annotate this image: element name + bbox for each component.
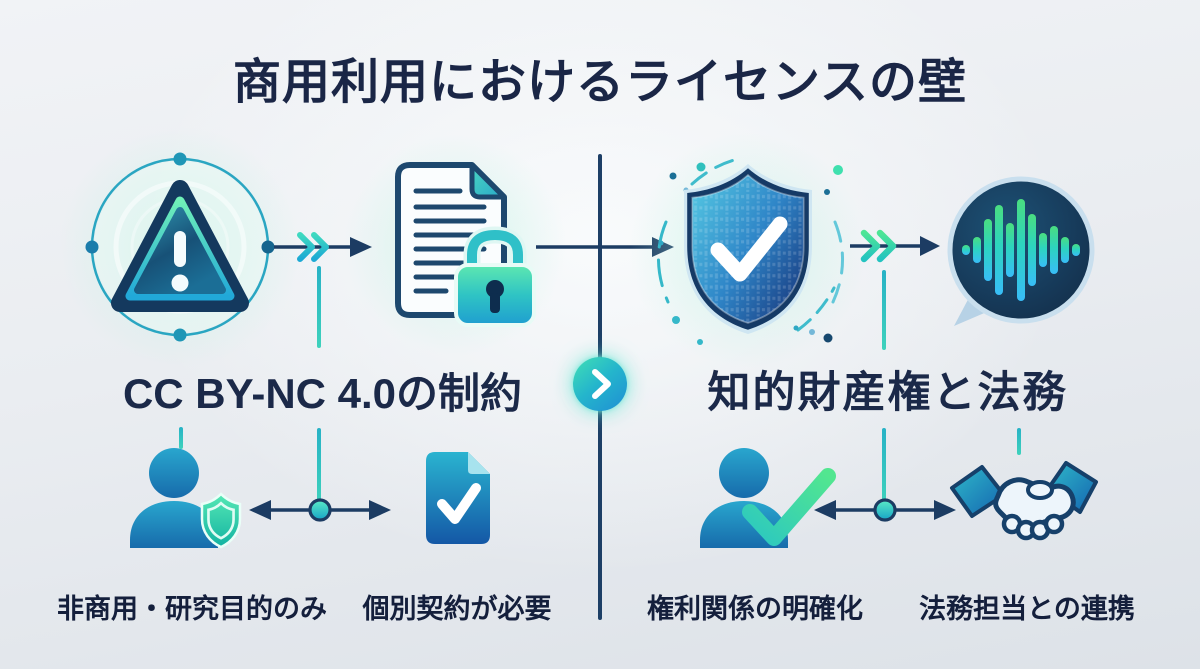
shield-decoration [657,156,844,345]
double-arrow-icon [249,498,391,522]
connector-line [1017,428,1021,455]
connector-line [882,428,886,504]
left-heading: CC BY-NC 4.0の制約 [122,370,523,417]
connector-line [317,266,321,348]
arrow-right-icon [850,229,940,263]
page-title: 商用利用におけるライセンスの壁 [232,56,968,109]
warning-triangle-icon [85,152,275,342]
chevron-right-icon [573,357,627,411]
locked-document-icon [395,162,536,327]
right-label-first: 権利関係の明確化 [647,594,863,624]
connector-line [882,270,886,350]
shield-check-icon [684,164,812,334]
handshake-icon [950,461,1098,541]
document-check-icon [426,452,490,544]
connector-line [179,427,183,449]
user-check-icon [700,448,836,548]
arrow-right-icon [274,232,372,262]
left-label-first: 非商用・研究目的のみ [57,594,327,624]
right-heading: 知的財産権と法務 [707,369,1068,417]
user-shield-icon [130,448,242,549]
right-label-second: 法務担当との連携 [919,594,1135,624]
left-label-second: 個別契約が必要 [362,594,552,624]
double-arrow-icon [814,498,956,522]
lock-icon [454,226,536,327]
connector-line [317,428,321,504]
voice-waveform-bubble-icon [947,176,1095,326]
